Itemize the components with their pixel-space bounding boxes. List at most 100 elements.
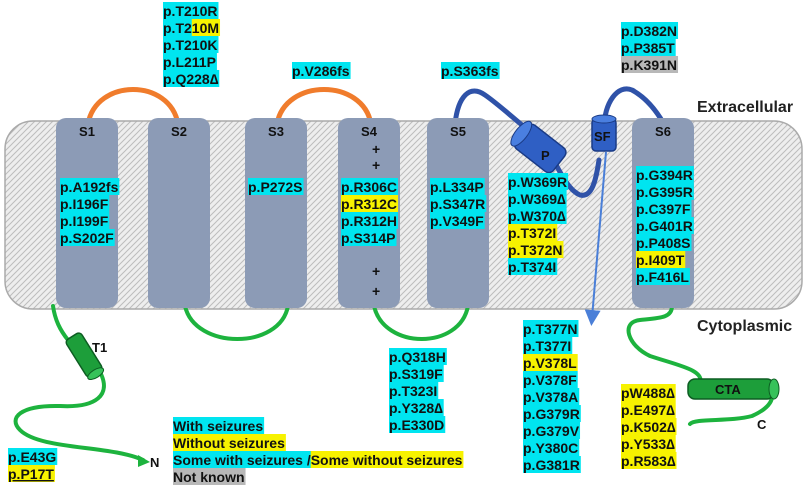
legend-entry: Not known bbox=[173, 469, 245, 485]
mutation-label: p.V286fs bbox=[292, 63, 350, 79]
mutation-label-highlight bbox=[389, 365, 444, 382]
mutation-label: p.T377I bbox=[523, 338, 571, 354]
extracellular-loops bbox=[85, 87, 374, 127]
mutation-label: p.G395R bbox=[636, 184, 693, 200]
legend-entry: Some without seizures bbox=[311, 452, 463, 468]
mutation-label: p.C397F bbox=[636, 201, 691, 217]
mutation-label: p.P385T bbox=[621, 40, 675, 56]
s4-charge: + bbox=[372, 157, 380, 173]
mutation-label-highlight bbox=[523, 388, 580, 405]
mutation-label: p.G401R bbox=[636, 218, 693, 234]
mutation-label-highlight bbox=[248, 178, 304, 195]
n-terminal-arrowhead bbox=[138, 455, 150, 467]
mutation-label: p.S319F bbox=[389, 366, 443, 382]
mutation-label: p.P17T bbox=[8, 466, 54, 482]
mutation-label-highlight bbox=[163, 53, 217, 70]
mutation-group-s5-p-loop: p.S363fs bbox=[441, 62, 500, 79]
n-terminal-tail bbox=[13, 304, 145, 462]
mutation-label: p.V378A bbox=[523, 389, 578, 405]
mutation-label-highlight bbox=[636, 200, 692, 217]
mutation-label-highlight bbox=[341, 212, 399, 229]
mutation-group-s6: p.G394Rp.G395Rp.C397Fp.G401Rp.P408Sp.I40… bbox=[636, 166, 694, 285]
mutation-label-highlight bbox=[430, 178, 485, 195]
mutation-label-highlight bbox=[636, 166, 694, 183]
mutation-label: p.L334P bbox=[430, 179, 484, 195]
legend-entry: Some with seizures / bbox=[173, 452, 311, 468]
mutation-label-highlight bbox=[508, 258, 558, 275]
mutation-label-highlight bbox=[389, 348, 447, 365]
mutation-label: p.D382N bbox=[621, 23, 677, 39]
pore-helix bbox=[510, 120, 567, 174]
mutation-label: p.T323I bbox=[389, 383, 437, 399]
mutation-label-highlight bbox=[523, 371, 578, 388]
mutation-label-highlight bbox=[341, 229, 397, 246]
mutation-label-highlight bbox=[163, 2, 219, 19]
n-terminus-label: N bbox=[150, 455, 159, 470]
mutation-label-highlight bbox=[508, 207, 567, 224]
mutation-label-highlight bbox=[60, 195, 110, 212]
legend-entry-highlight bbox=[310, 451, 464, 468]
mutation-group-s3-s4-loop: p.V286fs bbox=[292, 62, 351, 79]
mutation-label-highlight bbox=[163, 36, 219, 53]
c-terminus-label: C bbox=[757, 417, 767, 432]
segment-label: S4 bbox=[361, 124, 378, 139]
mutation-label-highlight bbox=[621, 56, 679, 73]
mutation-label-highlight bbox=[523, 439, 580, 456]
mutation-label: p.I199F bbox=[60, 213, 109, 229]
mutation-label-highlight bbox=[636, 234, 692, 251]
mutation-label: 10M bbox=[192, 20, 219, 36]
mutation-label: p.P408S bbox=[636, 235, 690, 251]
mutation-label: p.Y380C bbox=[523, 440, 578, 456]
mutation-label-highlight bbox=[621, 22, 679, 39]
mutation-label-highlight bbox=[60, 229, 115, 246]
mutation-label: p.R583∆ bbox=[621, 453, 676, 469]
mutation-label: p.W370∆ bbox=[508, 208, 566, 224]
mutation-label: p.P272S bbox=[248, 179, 302, 195]
s4-charges: + + + + bbox=[372, 141, 380, 299]
segment-label: S6 bbox=[655, 124, 671, 139]
mutation-label: p.V378F bbox=[523, 372, 577, 388]
mutation-label-highlight bbox=[523, 337, 573, 354]
mutation-label-highlight bbox=[523, 405, 581, 422]
mutation-label: p.K502∆ bbox=[621, 419, 676, 435]
mutation-label-highlight bbox=[191, 19, 221, 36]
s3-s4-loop bbox=[274, 87, 374, 127]
mutation-label-highlight bbox=[621, 384, 676, 401]
legend-entry-highlight bbox=[173, 451, 312, 468]
mutation-label: p.E497∆ bbox=[621, 402, 675, 418]
s4-s5-loop bbox=[372, 304, 470, 341]
mutation-label: p.G394R bbox=[636, 167, 693, 183]
segment-label: S2 bbox=[171, 124, 187, 139]
s2-s3-loop bbox=[183, 304, 290, 341]
mutation-label-highlight bbox=[389, 382, 439, 399]
s4-charge: + bbox=[372, 283, 380, 299]
mutation-label-highlight bbox=[621, 401, 676, 418]
mutation-label: p.Y533∆ bbox=[621, 436, 675, 452]
mutation-label: p.T374I bbox=[508, 259, 556, 275]
mutation-label-highlight bbox=[523, 456, 581, 473]
mutation-label-highlight bbox=[621, 452, 677, 469]
mutation-label: p.W369∆ bbox=[508, 191, 566, 207]
mutation-label-highlight bbox=[636, 217, 694, 234]
mutation-label-highlight bbox=[389, 399, 444, 416]
mutation-label-highlight bbox=[523, 422, 581, 439]
pore-label: P bbox=[541, 148, 550, 163]
mutation-label-highlight bbox=[60, 212, 110, 229]
mutation-label-highlight bbox=[389, 416, 446, 433]
mutation-label-highlight bbox=[8, 448, 58, 465]
t1-domain bbox=[65, 332, 105, 381]
mutation-label: p.V349F bbox=[430, 213, 484, 229]
mutation-label: p.G381R bbox=[523, 457, 580, 473]
mutation-label-highlight bbox=[508, 190, 567, 207]
mutation-label-highlight bbox=[292, 62, 351, 79]
mutation-label-highlight bbox=[341, 195, 399, 212]
mutation-label: p.R306C bbox=[341, 179, 397, 195]
mutation-label: p.T377N bbox=[523, 321, 577, 337]
mutation-label: p.G379R bbox=[523, 406, 580, 422]
mutation-label: p.R312C bbox=[341, 196, 397, 212]
